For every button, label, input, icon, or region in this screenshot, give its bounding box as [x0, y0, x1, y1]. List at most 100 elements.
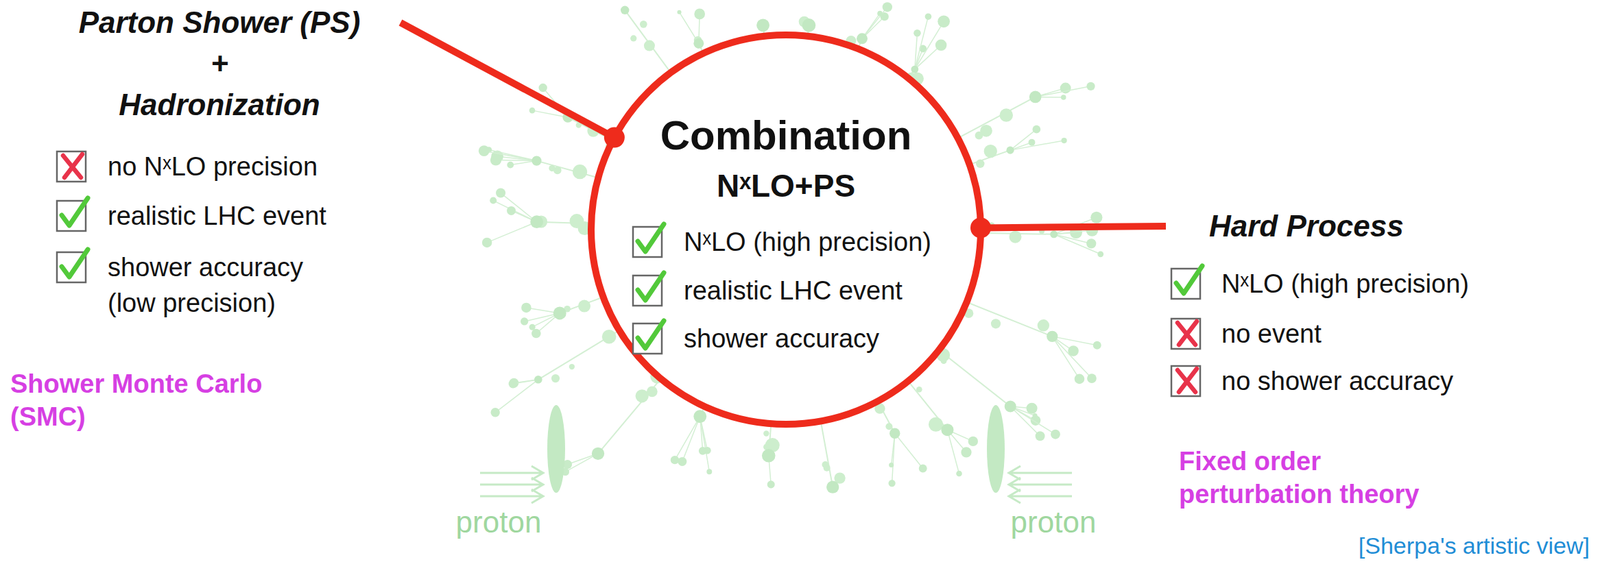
- check-item: realistic LHC event: [107, 198, 327, 234]
- hadron-dot: [802, 18, 817, 33]
- spray-branch: [914, 16, 929, 70]
- hadron-dot: [882, 2, 893, 12]
- text-line: +: [41, 43, 398, 85]
- hadron-dot: [508, 378, 519, 389]
- text-line: shower accuracy: [107, 249, 304, 286]
- hadron-dot: [1093, 341, 1102, 350]
- hadron-dot: [1086, 238, 1096, 249]
- hadron-dot: [1049, 230, 1058, 238]
- hadron-dot: [937, 15, 950, 29]
- hadron-dot: [591, 447, 605, 461]
- hadron-dot: [698, 447, 708, 456]
- check-item: realistic LHC event: [683, 272, 903, 309]
- hadron-dot: [529, 107, 536, 114]
- hadron-dot: [913, 29, 922, 38]
- text-group: Parton Shower (PS) + Hadronization no NˣL…: [41, 0, 401, 324]
- circle-border: [591, 34, 981, 425]
- node-heading: Hard Process: [1209, 205, 1404, 247]
- hadron-dot: [889, 427, 900, 439]
- spray-branch: [486, 222, 537, 243]
- cross-mark: [1170, 362, 1210, 401]
- spray-branch: [894, 433, 924, 469]
- hadron-dot: [520, 317, 529, 326]
- hadron-dot: [643, 40, 655, 52]
- hadron-dot: [491, 408, 500, 417]
- hadron-dot: [572, 164, 588, 179]
- check-stroke: [637, 272, 664, 301]
- check-item: shower accuracy (low precision): [107, 249, 304, 321]
- hadron-dot: [635, 389, 649, 403]
- hadron-dot: [482, 237, 492, 248]
- check-item: NˣLO (high precision): [683, 224, 932, 260]
- spray-branch: [1054, 234, 1101, 255]
- hadron-dot: [676, 10, 682, 15]
- check-mark: [632, 271, 671, 310]
- hadron-dot: [1087, 373, 1097, 384]
- hadron-dot: [975, 159, 985, 169]
- cross-stroke: [1177, 321, 1197, 345]
- spray-branch: [1010, 140, 1065, 151]
- spray-branch: [1010, 406, 1040, 437]
- hadron-dot: [960, 447, 972, 458]
- hadron-dot: [1060, 94, 1066, 100]
- spray-branch: [862, 6, 888, 39]
- hadron-dot: [531, 329, 542, 339]
- hadron-dot: [1032, 413, 1038, 419]
- hadron-dot: [521, 303, 531, 313]
- hadron-dot: [693, 38, 704, 49]
- hadron-dot: [1025, 403, 1037, 415]
- node-heading: Combination: [587, 111, 985, 161]
- hadron-dot: [1008, 231, 1022, 244]
- proton-arrows: [480, 466, 1072, 504]
- hadron-dot: [1032, 125, 1041, 134]
- checkbox: [56, 151, 86, 182]
- particle-sprays: [478, 2, 1104, 494]
- check-stroke: [637, 224, 664, 252]
- spray-branch: [500, 193, 537, 223]
- hadron-dot: [620, 6, 629, 15]
- hadron-dot: [506, 161, 514, 169]
- check-stroke: [61, 198, 88, 226]
- proton-label: proton: [984, 504, 1122, 541]
- hadron-dot: [1035, 431, 1046, 441]
- node-heading: Parton Shower (PS) + Hadronization: [41, 2, 398, 126]
- hadron-dot: [956, 471, 963, 478]
- hadron-dot: [888, 462, 894, 468]
- text-line: perturbation theory: [1178, 478, 1419, 511]
- hadron-dot: [677, 457, 687, 467]
- connector: [400, 22, 625, 149]
- spray-branch: [674, 416, 701, 461]
- hadron-dot: [530, 215, 544, 229]
- credit-note: [Sherpa's artistic view]: [1358, 532, 1590, 560]
- hadron-dot: [553, 306, 567, 320]
- check-stroke: [61, 249, 88, 278]
- hadron-dot: [630, 34, 637, 42]
- hadron-dot: [569, 364, 575, 370]
- hadron-dot: [489, 197, 497, 205]
- hadron-dot: [551, 374, 560, 383]
- spray-branch: [892, 433, 895, 484]
- hadron-dot: [531, 155, 542, 166]
- check-item: no NˣLO precision: [107, 148, 318, 185]
- cross-mark: [56, 147, 95, 186]
- hadron-dot: [990, 318, 1001, 329]
- spray-branch: [1054, 234, 1092, 245]
- check-mark: [56, 248, 95, 287]
- spray-branch: [1052, 336, 1080, 380]
- hadron-dot: [928, 417, 943, 433]
- connector: [970, 217, 1166, 238]
- hadron-dot: [918, 464, 928, 474]
- hadron-dot: [694, 8, 706, 20]
- hadron-dot: [1067, 345, 1079, 357]
- hadron-dot: [706, 469, 712, 475]
- hadron-dot: [761, 449, 776, 463]
- hadron-dot: [984, 144, 998, 158]
- hadron-dot: [534, 375, 543, 385]
- proton-blob: [986, 405, 1005, 494]
- hadron-dot: [925, 13, 933, 20]
- connector-dot: [604, 127, 625, 149]
- hadron-dot: [569, 213, 585, 229]
- method-label: Shower Monte Carlo (SMC): [10, 367, 262, 434]
- spray-branch: [682, 416, 701, 463]
